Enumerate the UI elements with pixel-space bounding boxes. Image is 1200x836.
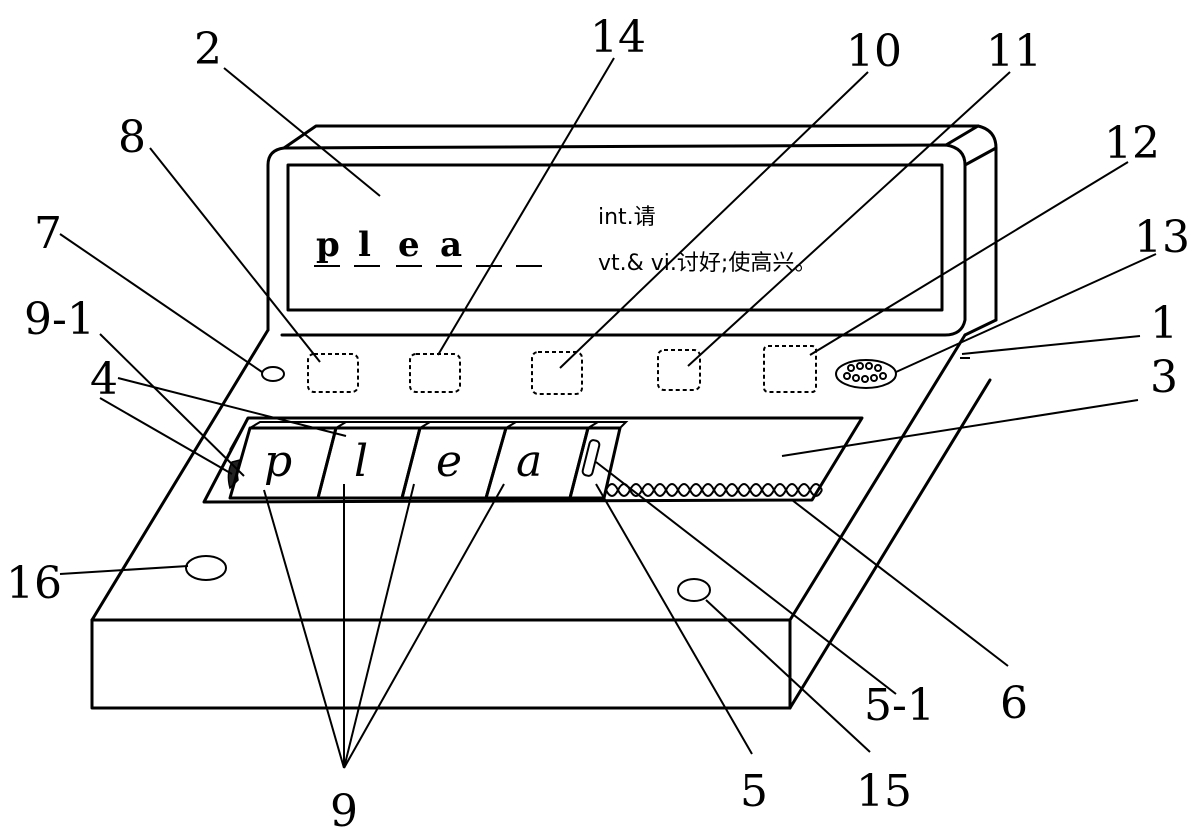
reference-labels: 1 2 3 4 5 5-1 6 7 8 9 9-1 10 11 12 13 14…: [6, 12, 1190, 836]
housing: [266, 124, 998, 622]
tile-slot: p l e a: [202, 416, 864, 504]
label-11: 11: [986, 26, 1042, 77]
tile-letter: a: [516, 436, 542, 487]
label-15: 15: [856, 766, 912, 817]
label-5-1: 5-1: [864, 680, 935, 731]
button-14[interactable]: [409, 353, 461, 393]
button-11[interactable]: [657, 349, 701, 391]
definition-line-2: vt.& vi.讨好;使高兴。: [598, 251, 816, 276]
label-7: 7: [34, 208, 62, 259]
button-10[interactable]: [531, 351, 583, 395]
display-letter: e: [398, 225, 420, 265]
label-9: 9: [330, 786, 358, 836]
speaker-grille: [835, 359, 897, 389]
base-slab: [90, 328, 992, 710]
button-12[interactable]: [763, 345, 817, 393]
label-13: 13: [1134, 212, 1190, 263]
button-8[interactable]: [307, 353, 359, 393]
slider-grip[interactable]: [581, 439, 601, 477]
spring: [605, 483, 823, 497]
display-letter: l: [358, 225, 371, 265]
control-panel: [261, 345, 897, 395]
tile-letter: p: [264, 436, 292, 487]
label-12: 12: [1104, 118, 1160, 169]
label-9-1: 9-1: [24, 294, 95, 345]
hole-16: [185, 555, 227, 581]
label-8: 8: [118, 112, 146, 163]
definition-line-1: int.请: [598, 205, 656, 230]
display-letter: a: [440, 225, 462, 265]
label-4: 4: [90, 354, 118, 405]
label-5: 5: [740, 766, 768, 817]
indicator-light: [261, 366, 285, 382]
label-1: 1: [1150, 298, 1178, 349]
display-letter: p: [316, 225, 340, 265]
label-14: 14: [590, 12, 646, 63]
display-screen: p l e a int.请 vt.& vi.讨好;使高兴。: [286, 163, 944, 312]
tile-letter: l: [354, 436, 368, 487]
letter-tile[interactable]: e: [400, 421, 520, 500]
label-2: 2: [194, 24, 222, 75]
label-3: 3: [1150, 352, 1178, 403]
label-10: 10: [846, 26, 902, 77]
tile-letter: e: [436, 436, 462, 487]
hole-15: [677, 578, 711, 602]
label-16: 16: [6, 558, 62, 609]
leader-lines: [59, 57, 1157, 769]
label-6: 6: [1000, 678, 1028, 729]
